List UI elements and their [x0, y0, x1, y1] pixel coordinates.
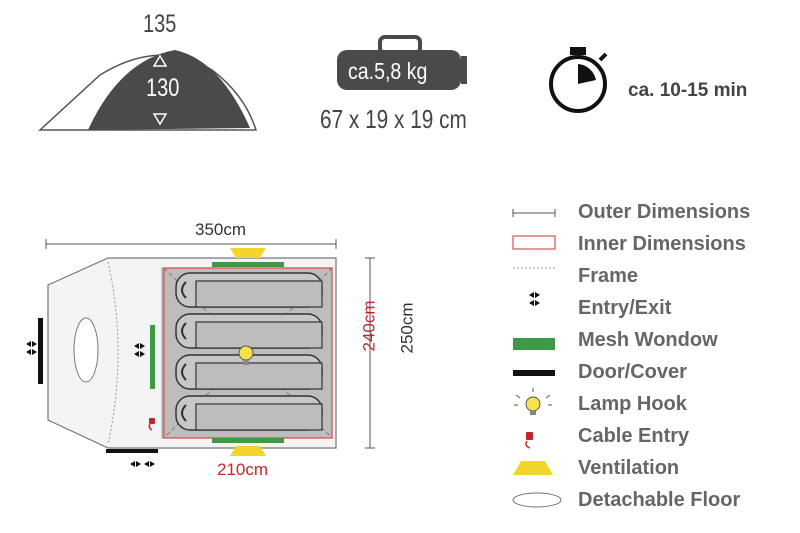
legend-label-outer-dimensions: Outer Dimensions [578, 201, 751, 223]
legend-label-lamp-hook: Lamp Hook [578, 393, 687, 415]
cable-entry-icon [148, 418, 155, 431]
sleeping-bag-2 [175, 313, 323, 349]
sleeping-bags [175, 272, 323, 431]
ventilation-top [230, 248, 266, 258]
legend-label-inner-dimensions: Inner Dimensions [578, 233, 746, 255]
inner-dimensions-icon [512, 235, 556, 250]
detachable-floor-icon [512, 492, 562, 508]
legend-label-cable-entry: Cable Entry [578, 425, 690, 447]
mesh-window-icon [513, 338, 555, 350]
outer-width-label: 350cm [195, 220, 247, 239]
mesh-window-bottom [212, 438, 284, 443]
entry-exit-arrows-left [26, 341, 37, 355]
stopwatch-icon [549, 47, 608, 113]
floorplan [26, 239, 375, 467]
setup-time-label: ca. 10-15 min [628, 80, 748, 101]
lamp-hook-legend-icon [514, 388, 552, 415]
legend-label-entry-exit: Entry/Exit [578, 297, 672, 319]
sleeping-bag-4 [175, 395, 323, 431]
outer-dimensions-icon [512, 209, 556, 217]
inner-width-label: 210cm [217, 460, 269, 479]
legend-label-detachable-floor: Detachable Floor [578, 489, 741, 511]
lamp-hook-icon [238, 345, 254, 365]
legend-label-door-cover: Door/Cover [578, 361, 687, 383]
height-inner-label: 130 [146, 74, 180, 102]
pack-size-label: 67 x 19 x 19 cm [320, 104, 467, 134]
legend-label-frame: Frame [578, 265, 639, 287]
sleeping-bag-3 [175, 354, 323, 390]
door-cover-icon [513, 370, 555, 376]
cable-entry-legend-icon [525, 432, 533, 449]
entry-exit-arrows-bottom [130, 461, 155, 467]
door-cover-bottom [106, 449, 158, 453]
entry-exit-arrows-mid [134, 343, 145, 357]
weight-bag-icon [337, 35, 467, 90]
inner-depth-label: 240cm [359, 300, 379, 352]
mesh-window-side [150, 325, 155, 389]
mesh-window-top [212, 262, 284, 267]
sleeping-bag-1 [175, 272, 323, 308]
outer-depth-label: 250cm [397, 302, 417, 354]
weight-label: ca.5,8 kg [348, 58, 428, 84]
legend-label-ventilation: Ventilation [578, 457, 680, 479]
ventilation-bottom [230, 446, 266, 456]
entry-exit-icon [529, 292, 540, 306]
door-cover-left [38, 318, 43, 384]
legend-label-mesh-window: Mesh Wondow [578, 329, 718, 351]
legend-icons [512, 209, 562, 508]
tent-profile-icon [38, 50, 258, 131]
ventilation-icon [513, 461, 553, 475]
height-outer-label: 135 [143, 10, 177, 38]
